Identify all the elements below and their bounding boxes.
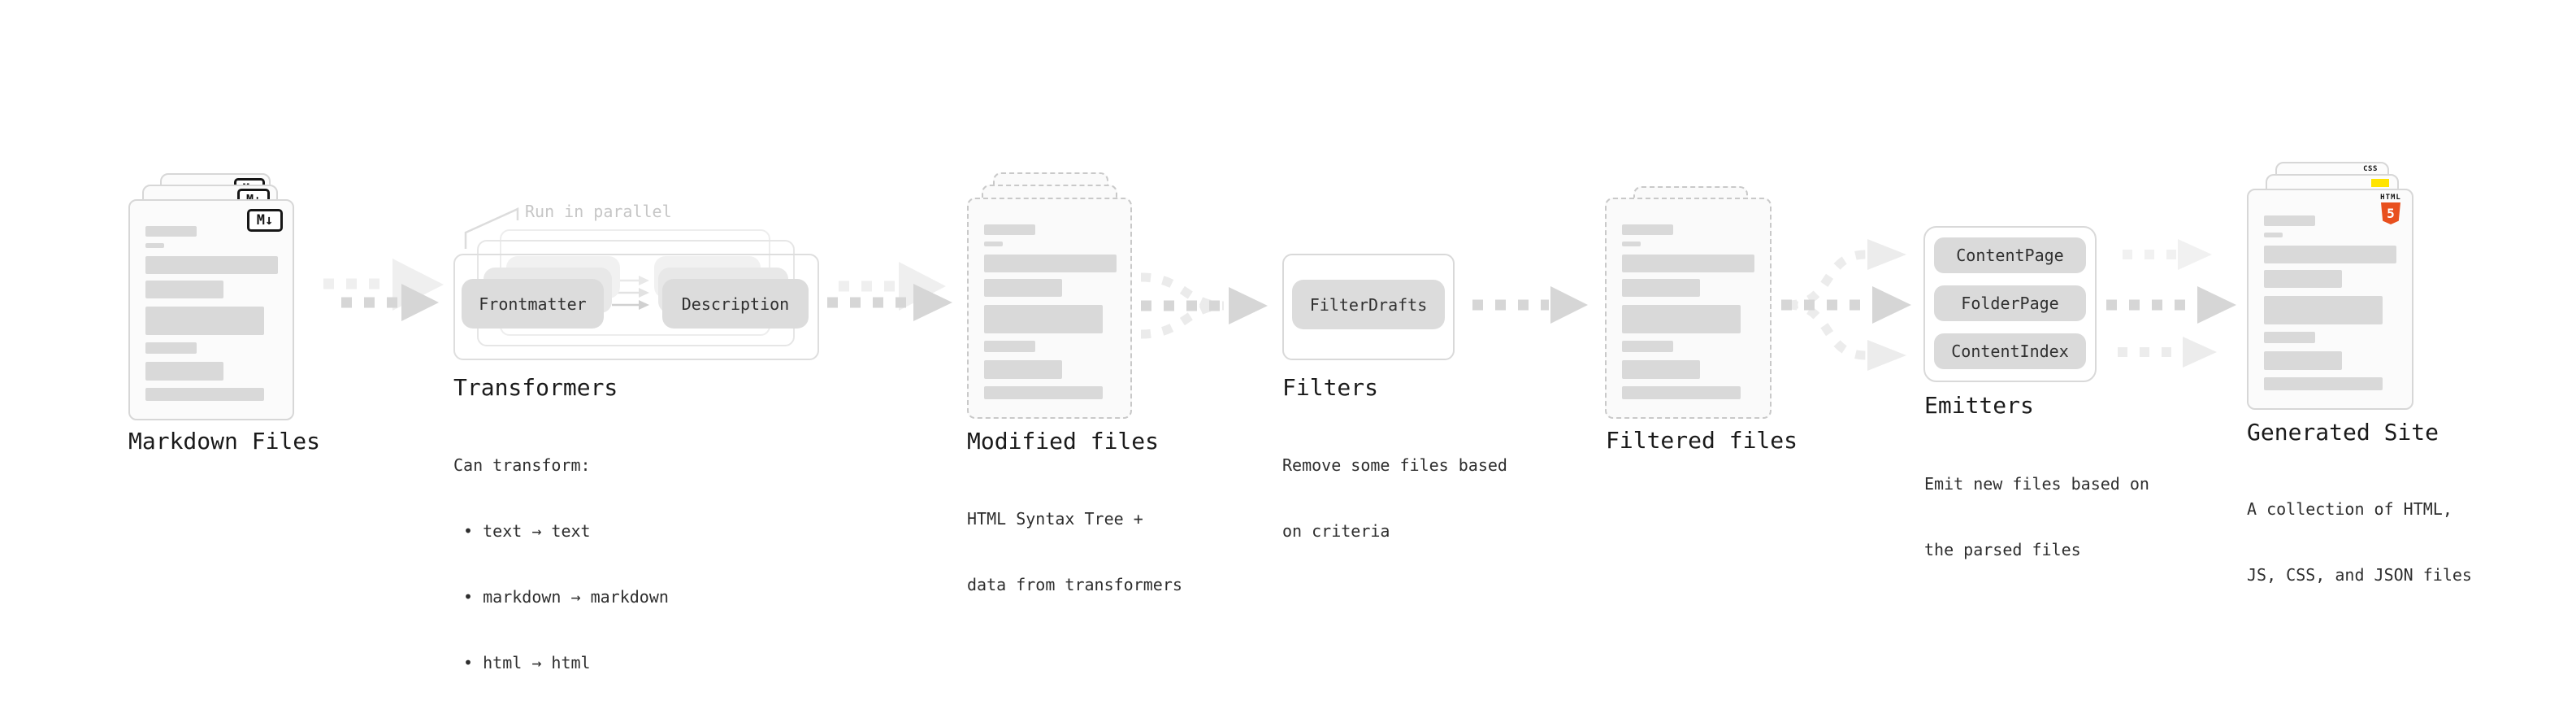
text-line-bar	[145, 226, 197, 237]
arrow-emitters-to-generated	[2106, 239, 2236, 368]
text-line-bar	[1622, 341, 1673, 352]
description-line: on criteria	[1282, 521, 1390, 541]
emitters-description: Emit new files based on the parsed files	[1924, 429, 2149, 605]
transformer-layer-front	[453, 254, 819, 360]
generated-site-description: A collection of HTML, JS, CSS, and JSON …	[2247, 455, 2472, 630]
html5-icon: HTML 5	[2379, 194, 2402, 224]
modified-file-card-front	[967, 198, 1132, 419]
text-line-bar	[145, 243, 164, 248]
text-line-bar	[145, 362, 223, 381]
description-line: the parsed files	[1924, 540, 2081, 559]
filtered-file-card-front	[1605, 198, 1772, 419]
text-line-bar	[2264, 246, 2396, 263]
filterdrafts-pill: FilterDrafts	[1292, 280, 1445, 329]
description-line: data from transformers	[967, 575, 1182, 594]
text-line-bar	[984, 341, 1035, 352]
text-line-bar	[984, 255, 1117, 272]
pipeline-diagram: M↓ M↓ M↓ Markdown Files Run in parallel …	[128, 162, 2472, 672]
arrow-transformers-to-modified	[827, 262, 952, 321]
description-line: • text → text	[453, 521, 591, 541]
text-line-bar	[1622, 279, 1700, 297]
text-line-bar	[2264, 296, 2383, 324]
css-icon-word: CSS	[2363, 165, 2378, 173]
filtered-files-label: Filtered files	[1606, 427, 1798, 454]
description-line: JS, CSS, and JSON files	[2247, 565, 2472, 585]
markdown-file-card-front: M↓	[128, 199, 294, 420]
text-line-bar	[984, 242, 1003, 246]
transformers-label: Transformers	[453, 374, 618, 401]
filters-label: Filters	[1282, 374, 1379, 401]
text-line-bar	[145, 256, 278, 274]
description-line: Can transform:	[453, 455, 591, 475]
text-line-bar	[145, 281, 223, 298]
transformers-description: Can transform: • text → text • markdown …	[453, 411, 669, 718]
description-line: A collection of HTML,	[2247, 499, 2452, 519]
description-line: • html → html	[453, 653, 591, 672]
text-line-bar	[984, 360, 1062, 379]
generated-site-label: Generated Site	[2247, 419, 2439, 446]
html5-icon-shield: 5	[2381, 202, 2400, 224]
text-line-bar	[1622, 224, 1673, 235]
modified-files-description: HTML Syntax Tree + data from transformer…	[967, 464, 1182, 640]
text-line-bar	[145, 342, 197, 354]
description-line: Emit new files based on	[1924, 474, 2149, 494]
text-line-bar	[1622, 305, 1741, 333]
text-line-bar	[2264, 351, 2342, 370]
filters-description: Remove some files based on criteria	[1282, 411, 1507, 586]
description-line: HTML Syntax Tree +	[967, 509, 1143, 529]
html5-icon-word: HTML	[2380, 194, 2401, 202]
text-line-bar	[145, 307, 264, 335]
text-line-bar	[1622, 242, 1641, 246]
description-line: • markdown → markdown	[453, 587, 669, 607]
text-line-bar	[984, 224, 1035, 235]
text-line-bar	[984, 279, 1062, 297]
arrow-markdown-to-transformers	[323, 259, 444, 321]
emitters-label: Emitters	[1924, 392, 2034, 419]
folderpage-pill: FolderPage	[1934, 285, 2086, 321]
text-line-bar	[984, 386, 1103, 399]
text-line-bar	[2264, 377, 2383, 390]
contentindex-pill: ContentIndex	[1934, 333, 2086, 369]
text-line-bar	[1622, 386, 1741, 399]
description-pill: Description	[662, 279, 809, 329]
contentpage-pill: ContentPage	[1934, 237, 2086, 273]
text-line-bar	[1622, 255, 1754, 272]
arrow-filters-to-filtered	[1472, 286, 1588, 324]
markdown-icon: M↓	[247, 209, 283, 232]
text-line-bar	[145, 388, 264, 401]
text-line-bar	[2264, 215, 2315, 226]
text-line-bar	[1622, 360, 1700, 379]
frontmatter-pill: Frontmatter	[462, 279, 604, 329]
description-line: Remove some files based	[1282, 455, 1507, 475]
text-line-bar	[2264, 233, 2283, 237]
javascript-icon	[2371, 179, 2389, 187]
text-line-bar	[984, 305, 1103, 333]
arrow-filtered-to-emitters-fanout	[1781, 239, 1911, 371]
modified-files-label: Modified files	[967, 428, 1160, 455]
text-line-bar	[2264, 270, 2342, 288]
text-line-bar	[2264, 332, 2315, 343]
generated-file-card-html: HTML 5	[2247, 189, 2413, 410]
arrow-modified-to-filters-merge	[1140, 272, 1268, 339]
run-in-parallel-annotation: Run in parallel	[525, 202, 672, 221]
markdown-files-label: Markdown Files	[128, 428, 321, 455]
